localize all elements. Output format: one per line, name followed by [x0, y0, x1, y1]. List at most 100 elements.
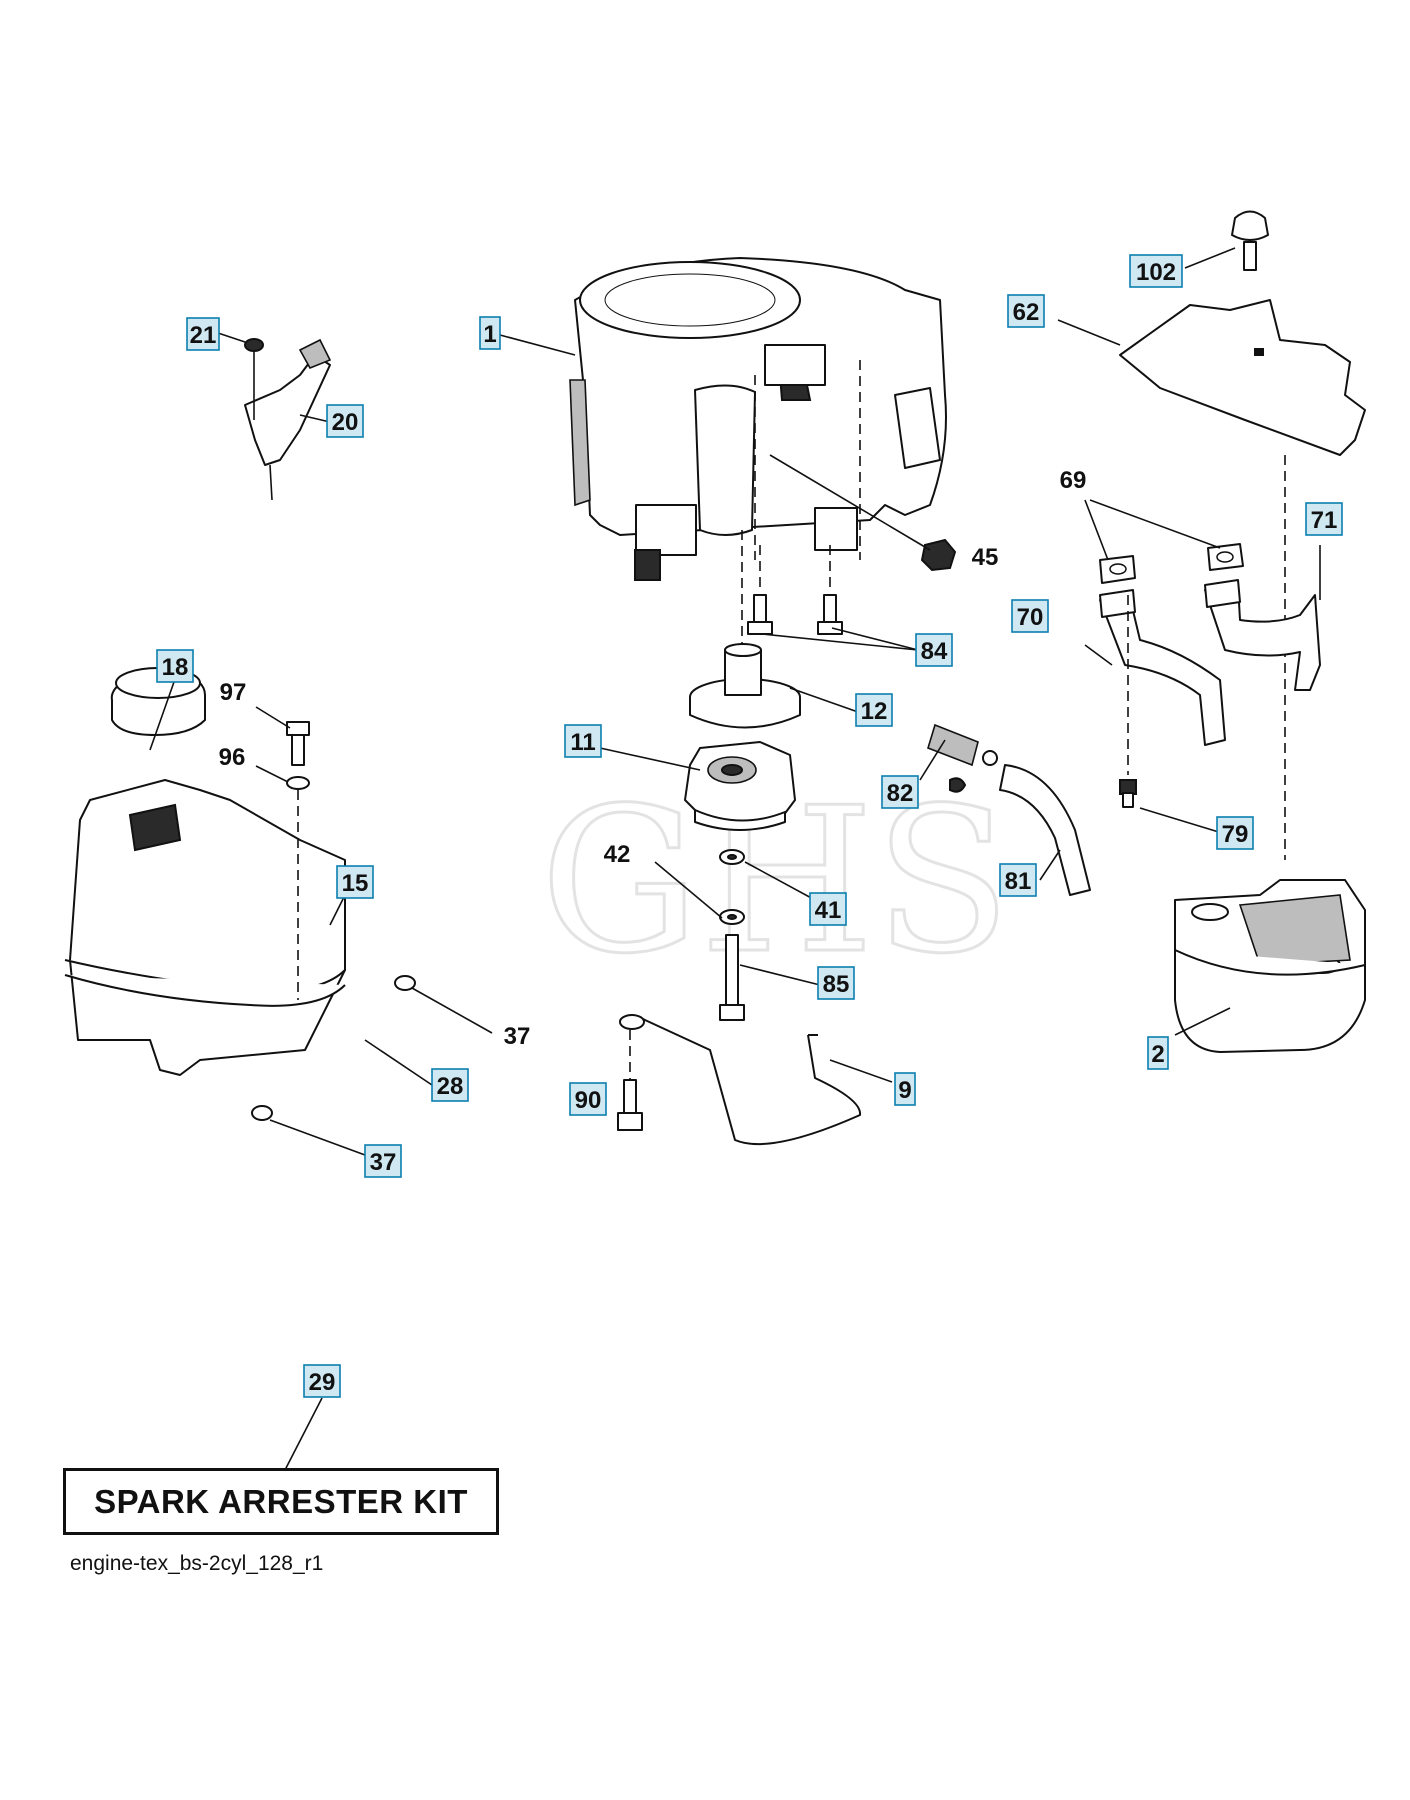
callout-84: 84 — [915, 633, 953, 667]
callout-62: 62 — [1007, 294, 1045, 328]
screw-79 — [1119, 779, 1137, 808]
leader-21 — [217, 332, 246, 343]
bolt-90 — [617, 1079, 643, 1131]
callout-37b: 37 — [364, 1144, 402, 1178]
exhaust-pipe-71 — [1204, 579, 1321, 691]
svg-text:9: 9 — [898, 1077, 911, 1104]
leader-28 — [364, 1039, 433, 1086]
engine-illustration — [569, 257, 947, 581]
svg-text:62: 62 — [1013, 299, 1040, 326]
svg-text:37: 37 — [504, 1023, 531, 1050]
callout-1: 1 — [479, 316, 501, 350]
leader-102 — [1184, 247, 1236, 269]
svg-text:85: 85 — [823, 971, 850, 998]
leader-12 — [789, 687, 859, 713]
leader-84b — [831, 627, 919, 651]
clamp-37b — [251, 1105, 273, 1121]
svg-text:69: 69 — [1060, 467, 1087, 494]
fuel-tank-15 — [64, 779, 346, 1076]
leader-81 — [1039, 849, 1061, 881]
callout-79: 79 — [1216, 816, 1254, 850]
callout-29: 29 — [303, 1364, 341, 1398]
washer-42 — [719, 849, 745, 865]
muffler-2 — [1174, 879, 1366, 1053]
svg-text:45: 45 — [972, 544, 999, 571]
callout-18: 18 — [156, 649, 194, 683]
callout-96: 96 — [219, 744, 246, 771]
callout-9: 9 — [894, 1072, 916, 1106]
svg-text:84: 84 — [921, 638, 948, 665]
hose-81 — [999, 764, 1091, 896]
deflector-62 — [1119, 299, 1366, 456]
callout-90: 90 — [569, 1082, 607, 1116]
svg-text:79: 79 — [1222, 821, 1249, 848]
leader-96 — [255, 765, 289, 783]
clamp-37a — [394, 975, 416, 991]
svg-text:1: 1 — [483, 321, 496, 348]
fuel-line-28 — [264, 983, 401, 1112]
leader-82 — [919, 739, 946, 781]
callout-102: 102 — [1129, 254, 1183, 288]
leader-29 — [284, 1397, 323, 1471]
svg-text:81: 81 — [1005, 868, 1032, 895]
knob-102 — [1231, 210, 1269, 271]
callout-2: 2 — [1147, 1036, 1169, 1070]
leader-41 — [744, 861, 816, 901]
callout-70: 70 — [1011, 599, 1049, 633]
svg-text:90: 90 — [575, 1087, 602, 1114]
leader-79 — [1139, 807, 1223, 834]
svg-text:12: 12 — [861, 698, 888, 725]
svg-text:96: 96 — [219, 744, 246, 771]
svg-text:71: 71 — [1311, 507, 1338, 534]
svg-text:28: 28 — [437, 1073, 464, 1100]
svg-text:97: 97 — [220, 679, 247, 706]
callout-45: 45 — [972, 544, 999, 571]
leader-37b — [269, 1119, 366, 1156]
leader-70 — [1084, 644, 1113, 666]
spark-arrester-kit-label: SPARK ARRESTER KIT — [94, 1482, 468, 1520]
gasket-69b — [1207, 543, 1244, 571]
callout-15: 15 — [336, 865, 374, 899]
callout-82: 82 — [881, 775, 919, 809]
clutch-11 — [684, 741, 796, 831]
leader-85 — [739, 964, 821, 986]
exhaust-pipe-70 — [1099, 589, 1226, 746]
bolt-97 — [286, 721, 310, 766]
throttle-control-20 — [244, 338, 332, 501]
callout-69: 69 — [1060, 467, 1087, 494]
svg-text:42: 42 — [604, 841, 631, 868]
svg-text:11: 11 — [570, 729, 595, 756]
callout-11: 11 — [564, 724, 602, 758]
bolt-85 — [719, 934, 745, 1021]
callout-20: 20 — [326, 404, 364, 438]
svg-text:82: 82 — [887, 780, 914, 807]
leader-11 — [599, 747, 701, 771]
svg-text:102: 102 — [1136, 259, 1176, 286]
leader-42 — [654, 861, 723, 919]
svg-text:2: 2 — [1151, 1041, 1164, 1068]
callout-28: 28 — [431, 1068, 469, 1102]
callout-41: 41 — [809, 892, 847, 926]
svg-text:20: 20 — [332, 409, 359, 436]
leader-20 — [299, 414, 331, 423]
callout-37a: 37 — [504, 1023, 531, 1050]
svg-text:21: 21 — [190, 322, 217, 349]
svg-text:70: 70 — [1017, 604, 1044, 631]
callout-21: 21 — [186, 317, 220, 351]
callout-85: 85 — [817, 966, 855, 1000]
fuel-cap-18 — [110, 667, 206, 736]
callout-42: 42 — [604, 841, 631, 868]
leader-69a — [1084, 499, 1109, 561]
fitting-82 — [927, 723, 998, 793]
svg-text:15: 15 — [342, 870, 369, 897]
bolt-84a — [747, 594, 773, 635]
leader-9 — [829, 1059, 893, 1083]
callout-12: 12 — [855, 693, 893, 727]
svg-text:37: 37 — [370, 1149, 397, 1176]
washer-41 — [719, 909, 745, 925]
leader-45 — [769, 454, 931, 551]
gasket-69a — [1099, 555, 1136, 584]
svg-text:18: 18 — [162, 654, 189, 681]
bracket-9 — [619, 1014, 862, 1146]
